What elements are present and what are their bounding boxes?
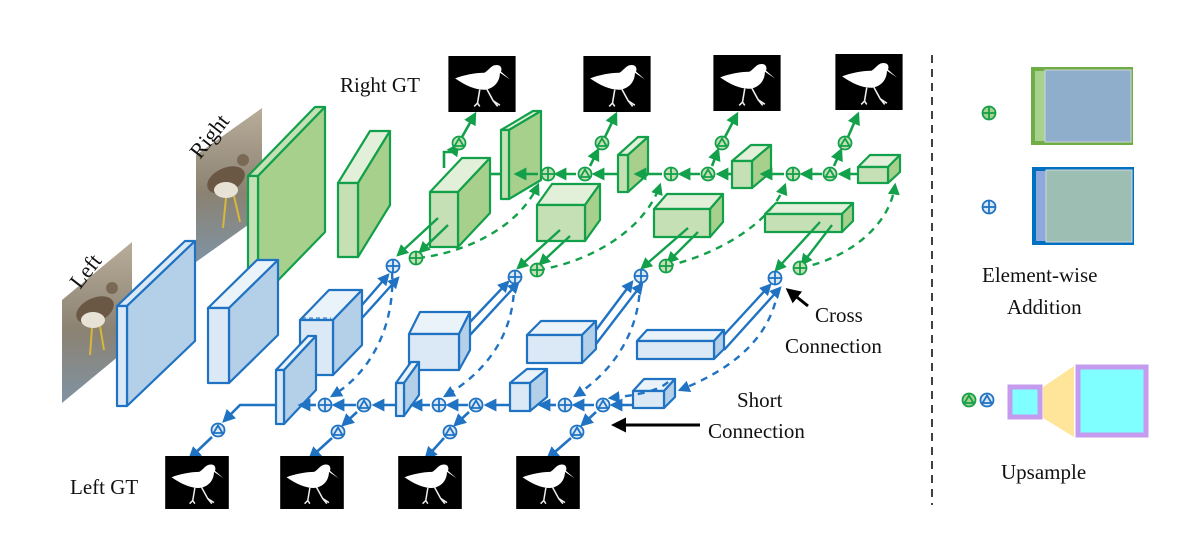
- right-gt-mask-1: [447, 56, 517, 112]
- circle-triangle-icon: [594, 135, 610, 151]
- legend-green-addition-icon: [981, 105, 997, 121]
- right-gt-mask-3: [712, 55, 782, 111]
- left-gt-mask-1: [164, 456, 230, 509]
- legend-green-addition-box: [1031, 67, 1133, 145]
- green-short-connections: [417, 182, 900, 272]
- legend-green-upsample-icon: [961, 392, 977, 408]
- legend-upsample-label: Upsample: [1001, 460, 1086, 484]
- green-cross-arrows: [396, 217, 833, 272]
- circle-triangle-icon: [714, 135, 730, 151]
- blue-decoder-block-3: [508, 367, 549, 413]
- right-gt-mask-4: [834, 54, 904, 110]
- green-encoder-block-4: [535, 182, 602, 243]
- circle-triangle-icon: [569, 424, 585, 440]
- legend-blue-upsample-icon: [979, 392, 995, 408]
- circle-triangle-icon: [356, 397, 372, 413]
- green-decoder-block-3: [730, 143, 773, 190]
- green-encoder-block-6: [763, 201, 855, 234]
- legend-blue-addition-box: [1032, 167, 1134, 245]
- green-decoder-flow: [442, 111, 860, 181]
- circle-triangle-icon: [468, 397, 484, 413]
- green-encoder-block-2: [336, 129, 392, 259]
- blue-encoder-block-2: [206, 258, 280, 385]
- circle-plus-icon: [792, 260, 808, 276]
- circle-plus-icon: [767, 270, 783, 286]
- circle-plus-icon: [529, 262, 545, 278]
- short-connection-label-line2: Connection: [708, 419, 805, 443]
- legend: Element-wise Addition Upsample: [961, 67, 1149, 484]
- green-decoder-block-1: [499, 109, 543, 201]
- blue-decoder-flow: [188, 398, 633, 460]
- right-gt-label: Right GT: [340, 73, 420, 97]
- circle-plus-icon: [408, 250, 424, 266]
- circle-triangle-icon: [330, 424, 346, 440]
- left-gt-mask-3: [397, 456, 463, 509]
- circle-plus-icon: [385, 258, 401, 274]
- circle-triangle-icon: [700, 166, 716, 182]
- circle-triangle-icon: [822, 166, 838, 182]
- green-decoder-block-2: [616, 135, 650, 194]
- legend-upsample-graphic: [1007, 364, 1149, 438]
- right-input-image: [196, 108, 262, 262]
- cross-connection-pointer: [785, 288, 809, 308]
- blue-encoder-block-6: [635, 328, 726, 361]
- circle-plus-icon: [557, 397, 573, 413]
- left-gt-mask-2: [279, 456, 345, 509]
- blue-decoder-block-4: [631, 377, 677, 410]
- short-connection-label-line1: Short: [737, 388, 783, 412]
- circle-triangle-icon: [577, 166, 593, 182]
- blue-decoder-block-1: [274, 334, 318, 426]
- green-operation-nodes: [408, 135, 853, 278]
- cross-connection-label-line1: Cross: [815, 303, 863, 327]
- circle-plus-icon: [540, 166, 556, 182]
- left-input-image: [62, 242, 132, 403]
- circle-triangle-icon: [210, 422, 226, 438]
- right-gt-mask-2: [582, 56, 652, 112]
- green-decoder-block-4: [856, 153, 902, 185]
- legend-blue-addition-icon: [981, 199, 997, 215]
- green-encoder-block-3: [428, 156, 492, 249]
- legend-addition-label-line1: Element-wise: [982, 263, 1097, 287]
- circle-plus-icon: [658, 258, 674, 274]
- circle-plus-icon: [785, 166, 801, 182]
- blue-cross-arrows: [361, 273, 782, 351]
- circle-triangle-icon: [595, 397, 611, 413]
- green-encoder-block-5: [652, 192, 725, 239]
- legend-addition-label-line2: Addition: [1007, 295, 1082, 319]
- blue-encoder-block-5: [525, 319, 598, 365]
- left-gt-mask-4: [515, 456, 581, 509]
- green-encoder-block-1: [246, 105, 327, 303]
- circle-triangle-icon: [837, 135, 853, 151]
- circle-plus-icon: [663, 166, 679, 182]
- circle-triangle-icon: [451, 135, 467, 151]
- circle-plus-icon: [431, 397, 447, 413]
- circle-plus-icon: [507, 269, 523, 285]
- blue-operation-nodes: [210, 258, 783, 440]
- left-gt-label: Left GT: [70, 475, 138, 499]
- circle-triangle-icon: [442, 424, 458, 440]
- blue-encoder-block-1: [115, 239, 197, 408]
- circle-plus-icon: [633, 268, 649, 284]
- cross-connection-label-line2: Connection: [785, 334, 882, 358]
- circle-plus-icon: [317, 397, 333, 413]
- blue-decoder-block-2: [394, 360, 421, 418]
